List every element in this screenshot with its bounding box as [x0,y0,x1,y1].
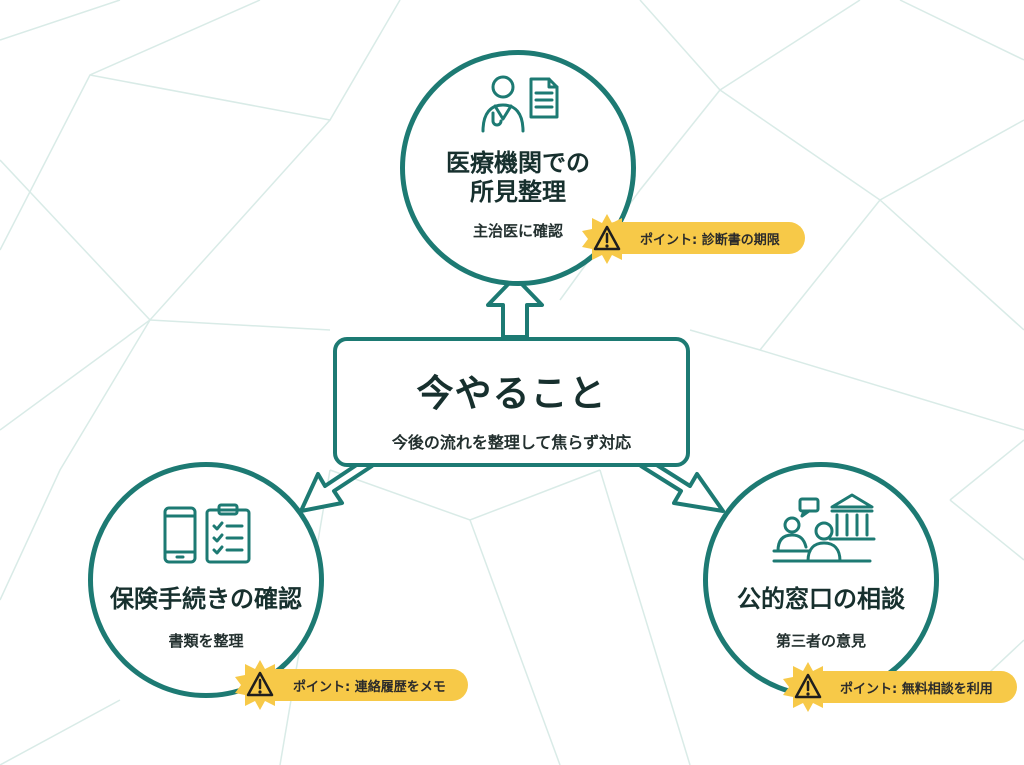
arrow-down-right [639,460,725,513]
node-medical-title-line2: 所見整理 [470,177,566,206]
node-public-office: 公的窓口の相談 第三者の意見 [703,462,939,698]
point-badge-right: ポイント: 無料相談を利用 [800,671,1017,703]
point-badge-right-text: ポイント: 無料相談を利用 [840,682,993,697]
warning-icon [235,660,285,710]
point-badge-top: ポイント: 診断書の期限 [600,222,805,254]
point-badge-left: ポイント: 連絡履歴をメモ [248,669,468,701]
center-title: 今やること [416,372,607,415]
node-insurance: 保険手続きの確認 書類を整理 [88,462,324,698]
point-badge-top-text: ポイント: 診断書の期限 [640,233,780,248]
point-badge-left-text: ポイント: 連絡履歴をメモ [293,680,446,695]
node-insurance-title: 保険手続きの確認 [110,585,302,613]
node-medical-title: 医療機関での 所見整理 [405,149,631,207]
arrow-down-left [299,460,374,513]
center-subtitle: 今後の流れを整理して焦らず対応 [391,433,632,452]
node-medical-title-line1: 医療機関での [446,149,590,177]
node-medical: 医療機関での 所見整理 主治医に確認 [400,50,636,286]
doctor-document-icon [481,75,559,133]
arrow-up [486,275,544,339]
phone-clipboard-icon [163,503,251,564]
node-insurance-subtitle: 書類を整理 [168,632,244,650]
node-medical-subtitle: 主治医に確認 [472,222,563,240]
warning-icon [582,214,632,264]
node-public-office-title: 公的窓口の相談 [737,585,905,613]
warning-icon [783,662,833,712]
node-public-office-subtitle: 第三者の意見 [775,632,866,650]
center-box: 今やること 今後の流れを整理して焦らず対応 [333,337,690,467]
consultation-building-icon [772,493,876,563]
